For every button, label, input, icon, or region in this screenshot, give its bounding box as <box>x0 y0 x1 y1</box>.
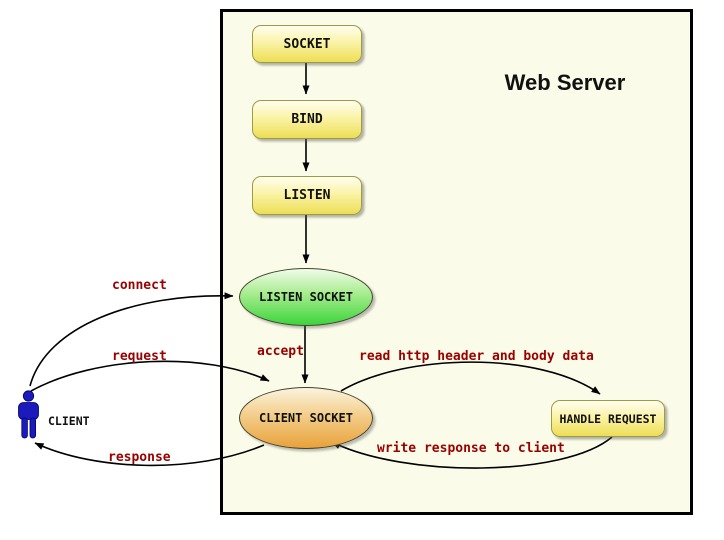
edge-label-accept: accept <box>257 344 304 359</box>
node-client-socket: CLIENT SOCKET <box>239 387 373 449</box>
node-listen-socket: LISTEN SOCKET <box>239 268 373 326</box>
edge-label-read-http: read http header and body data <box>359 349 594 364</box>
panel-title: Web Server <box>504 70 626 95</box>
edge-connect <box>29 292 234 387</box>
client-label: CLIENT <box>48 414 90 428</box>
node-handle-request: HANDLE REQUEST <box>551 400 665 437</box>
edge-label-response: response <box>108 450 171 465</box>
node-bind: BIND <box>252 100 362 139</box>
node-socket: SOCKET <box>252 25 362 63</box>
edge-label-connect: connect <box>112 278 167 293</box>
edge-label-request: request <box>112 349 167 364</box>
client-actor <box>17 390 41 446</box>
edge-label-write-response: write response to client <box>377 441 565 456</box>
person-icon <box>18 390 39 439</box>
node-listen: LISTEN <box>252 176 362 215</box>
